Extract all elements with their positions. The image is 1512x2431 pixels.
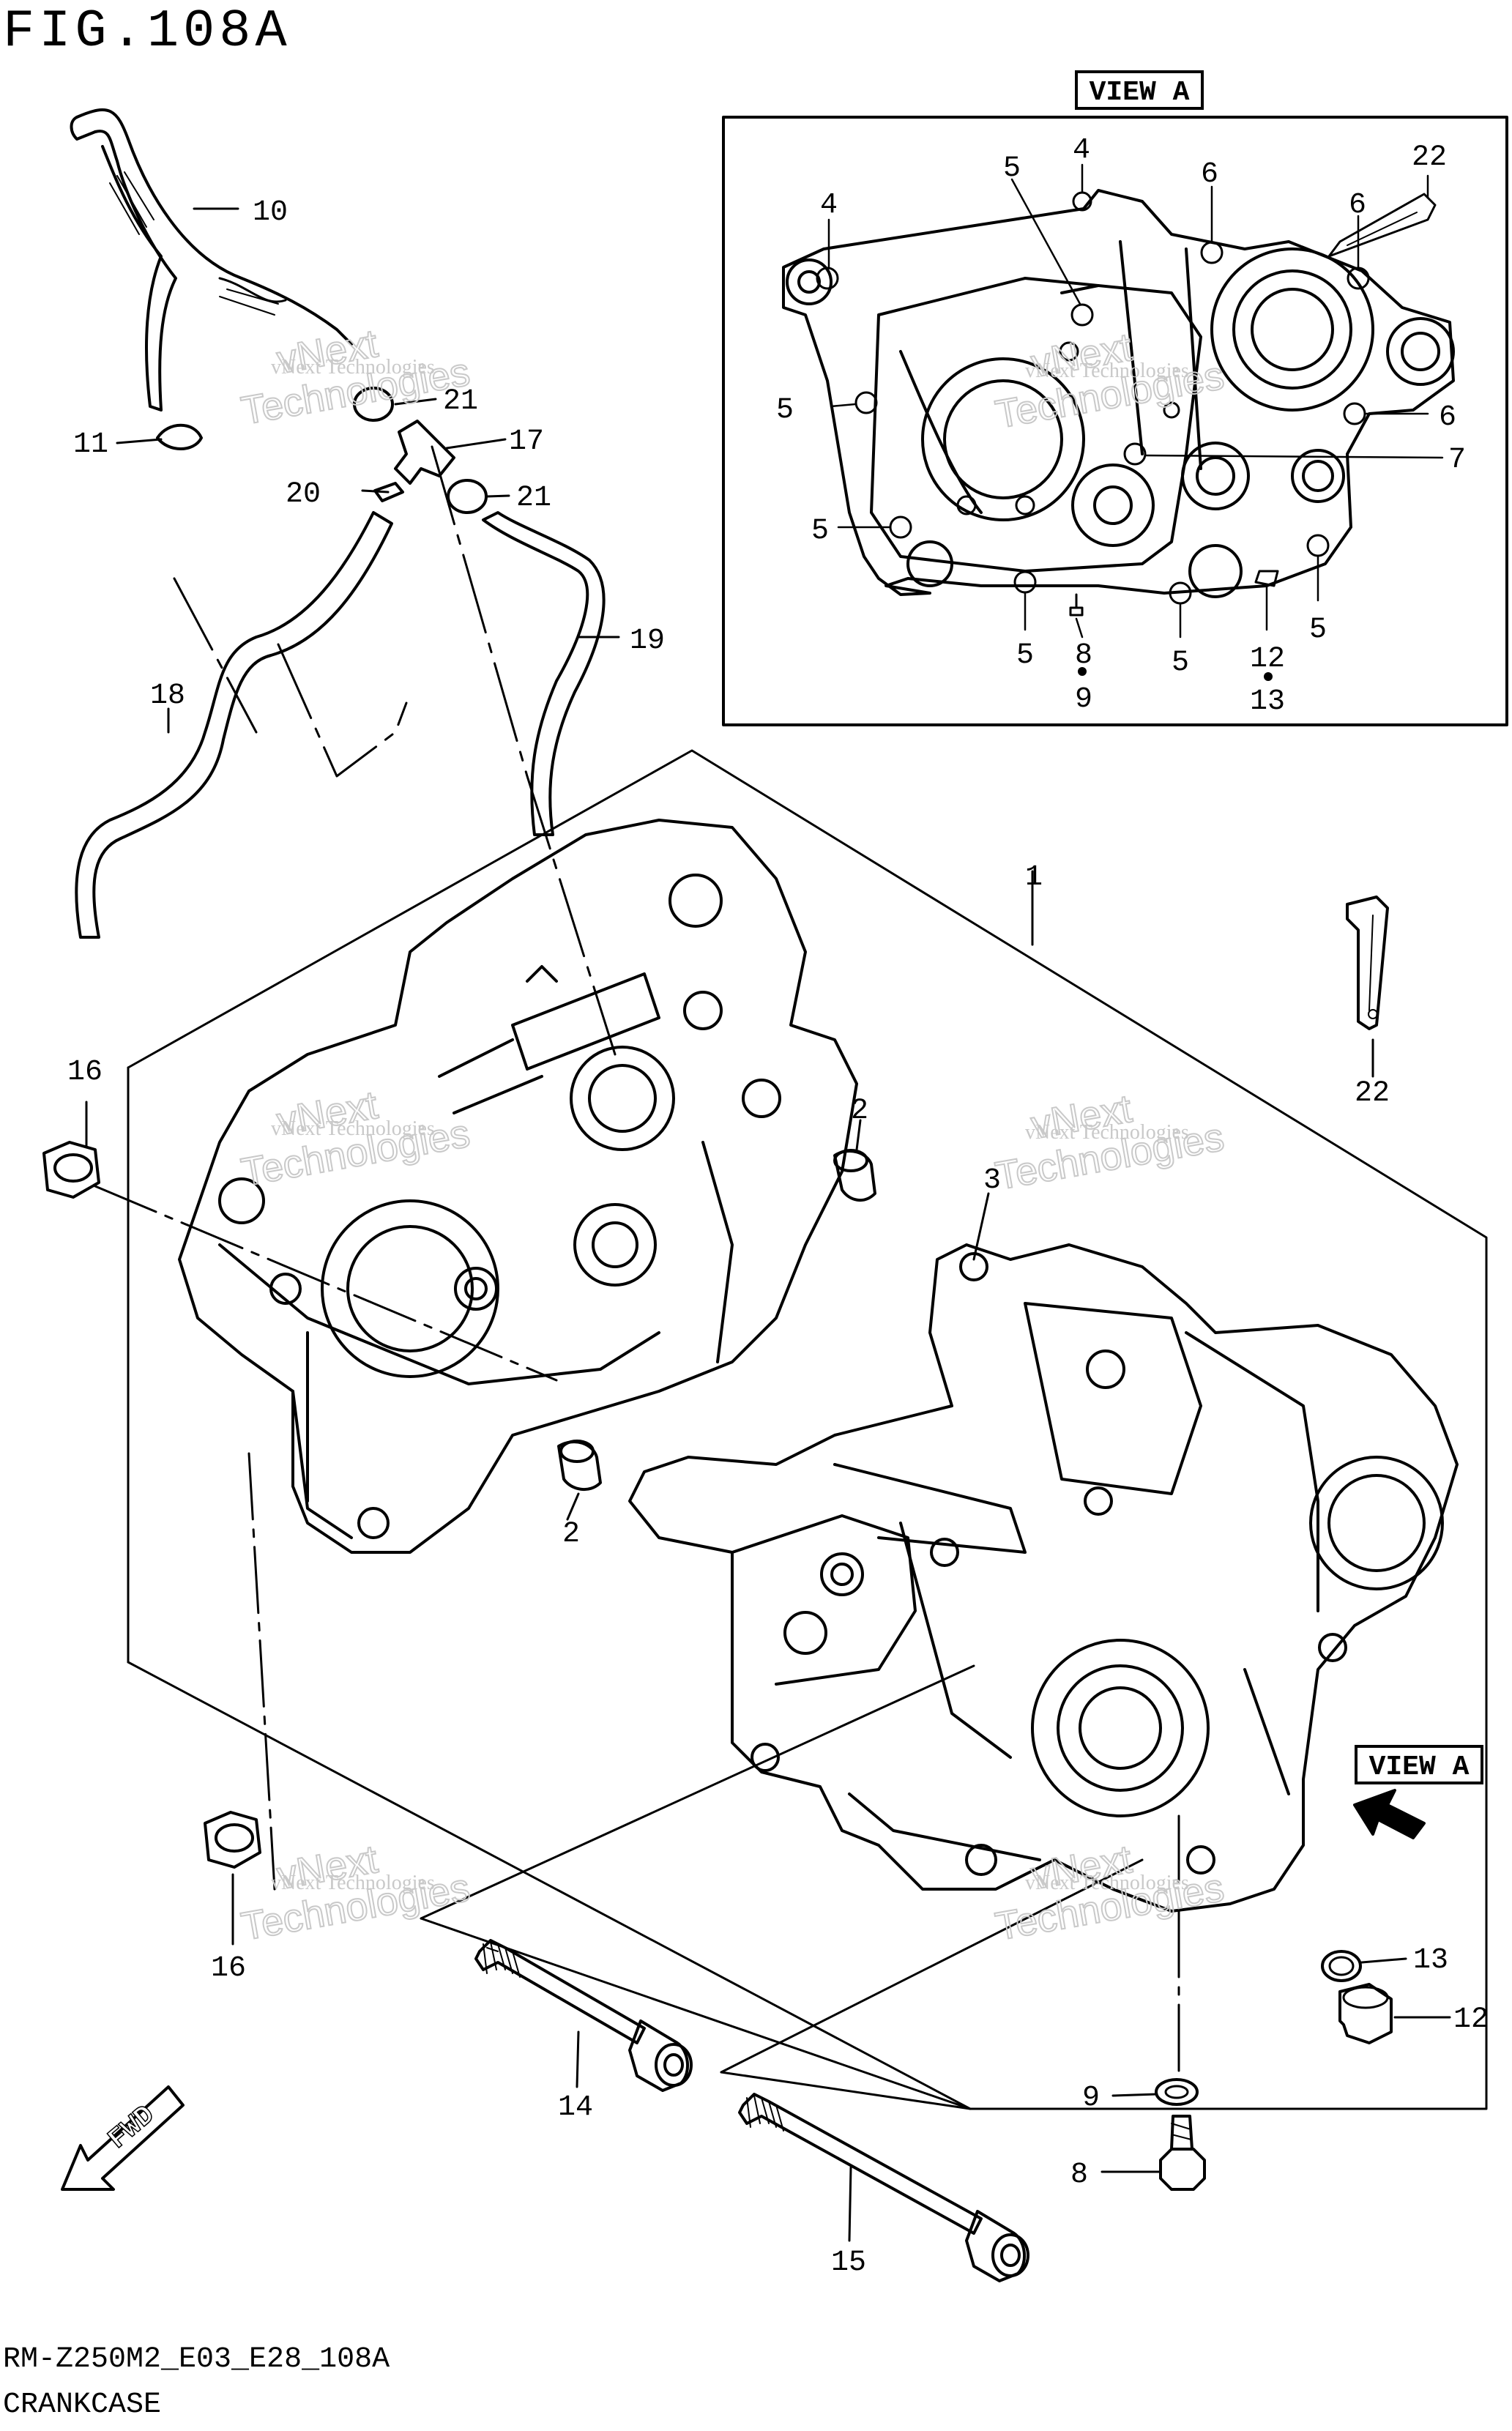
callout-3: 3 [983, 1164, 1001, 1197]
flange-nut-16-lower [204, 1811, 261, 1869]
callout-10: 10 [253, 196, 288, 229]
hose-10 [70, 108, 353, 412]
view-callout-5-lower-left: 5 [811, 515, 829, 548]
view-callout-22: 22 [1412, 141, 1447, 174]
fwd-label: FWD [103, 2099, 161, 2156]
view-callout-5-top: 5 [1003, 152, 1021, 185]
view-callout-5-bottom-b: 5 [1172, 647, 1189, 680]
callout-17: 17 [509, 425, 544, 458]
clamp-21-lower [447, 479, 488, 514]
view-a-label-main: VIEW A [1369, 1751, 1470, 1783]
callout-18: 18 [150, 680, 185, 712]
view-callout-7: 7 [1448, 444, 1466, 477]
crankcase-right-half [628, 1243, 1459, 1913]
callout-19: 19 [630, 625, 665, 658]
callout-numbers: 10 11 21 17 20 21 19 18 1 2 3 2 16 16 22… [67, 196, 1489, 2279]
view-a-label-top: VIEW A [1090, 77, 1190, 108]
view-callout-4-top: 4 [1073, 134, 1090, 167]
view-callout-5-left: 5 [776, 394, 794, 427]
joint-17 [394, 420, 455, 485]
clamp-11 [156, 423, 203, 450]
gasket-9 [1155, 2078, 1199, 2106]
bracket-22 [1346, 896, 1389, 1030]
callout-2-upper: 2 [851, 1095, 868, 1128]
callout-14: 14 [558, 2091, 593, 2124]
dash-centerlines [94, 1185, 1180, 2074]
view-callout-6-mid: 6 [1439, 401, 1456, 434]
svg-text:vNext Technologies: vNext Technologies [271, 356, 435, 379]
view-a-callout-numbers: 4 4 5 5 5 5 5 5 6 6 6 7 22 8 9 12 13 [776, 134, 1466, 718]
gasket-13 [1321, 1950, 1362, 1982]
callout-21-upper: 21 [443, 385, 478, 418]
bolt-15 [738, 2093, 1029, 2282]
view-a-box-main [1355, 1745, 1483, 1784]
callout-21-lower: 21 [516, 482, 551, 515]
view-callout-5-bottom-right: 5 [1309, 614, 1327, 647]
svg-text:vNext Technologies: vNext Technologies [271, 1872, 435, 1894]
callout-16-lower: 16 [211, 1952, 246, 1985]
figure-title: FIG.108A [3, 1, 291, 62]
watermarks: vNext Technologies vNext Technologies vN… [237, 321, 1228, 1950]
clip-20 [373, 482, 404, 502]
drain-plug-12 [1338, 1983, 1393, 2044]
view-a-leaders [827, 163, 1444, 639]
callout-16-upper: 16 [67, 1056, 103, 1089]
callout-13: 13 [1413, 1944, 1448, 1977]
svg-text:vNext Technologies: vNext Technologies [1025, 1872, 1189, 1894]
callout-15: 15 [831, 2246, 866, 2279]
view-callout-12: 12 [1250, 643, 1285, 676]
callout-9: 9 [1082, 2082, 1100, 2115]
callout-2-lower: 2 [562, 1518, 580, 1551]
callout-12: 12 [1453, 2003, 1489, 2036]
clamp-21-upper [353, 387, 394, 422]
flange-nut-16-upper [42, 1141, 100, 1199]
hose-18 [75, 511, 393, 939]
hose-19 [482, 511, 606, 836]
view-callout-6-right: 6 [1349, 189, 1366, 222]
assembly-lines [127, 749, 1488, 2110]
callout-20: 20 [286, 478, 321, 511]
drain-bolt-8 [1159, 2148, 1206, 2191]
view-callout-8: 8 [1075, 639, 1092, 672]
view-a-box-top [1075, 70, 1204, 110]
fwd-arrow-icon [61, 2085, 185, 2191]
view-callout-13: 13 [1250, 685, 1285, 718]
svg-text:vNext Technologies: vNext Technologies [1025, 1121, 1189, 1144]
view-a-arrow [1353, 1789, 1426, 1839]
callout-1: 1 [1025, 861, 1043, 894]
callout-8: 8 [1070, 2159, 1088, 2192]
model-code: RM-Z250M2_E03_E28_108A [3, 2343, 390, 2376]
view-callout-6-top: 6 [1201, 158, 1218, 191]
svg-text:vNext Technologies: vNext Technologies [1025, 360, 1189, 382]
view-a-inset-frame [722, 116, 1508, 726]
leader-lines [85, 207, 1451, 2242]
view-callout-4-left: 4 [820, 189, 838, 222]
crankcase-left-half [178, 819, 858, 1554]
view-a-crankcase-outline [782, 189, 1455, 598]
bolt-14 [474, 1939, 693, 2092]
view-callout-9: 9 [1075, 683, 1092, 716]
callout-22: 22 [1355, 1077, 1390, 1110]
figure-name: CRANKCASE [3, 2389, 162, 2421]
callout-11: 11 [73, 428, 108, 461]
svg-text:vNext Technologies: vNext Technologies [271, 1117, 435, 1140]
view-callout-5-bottom-a: 5 [1016, 639, 1034, 672]
